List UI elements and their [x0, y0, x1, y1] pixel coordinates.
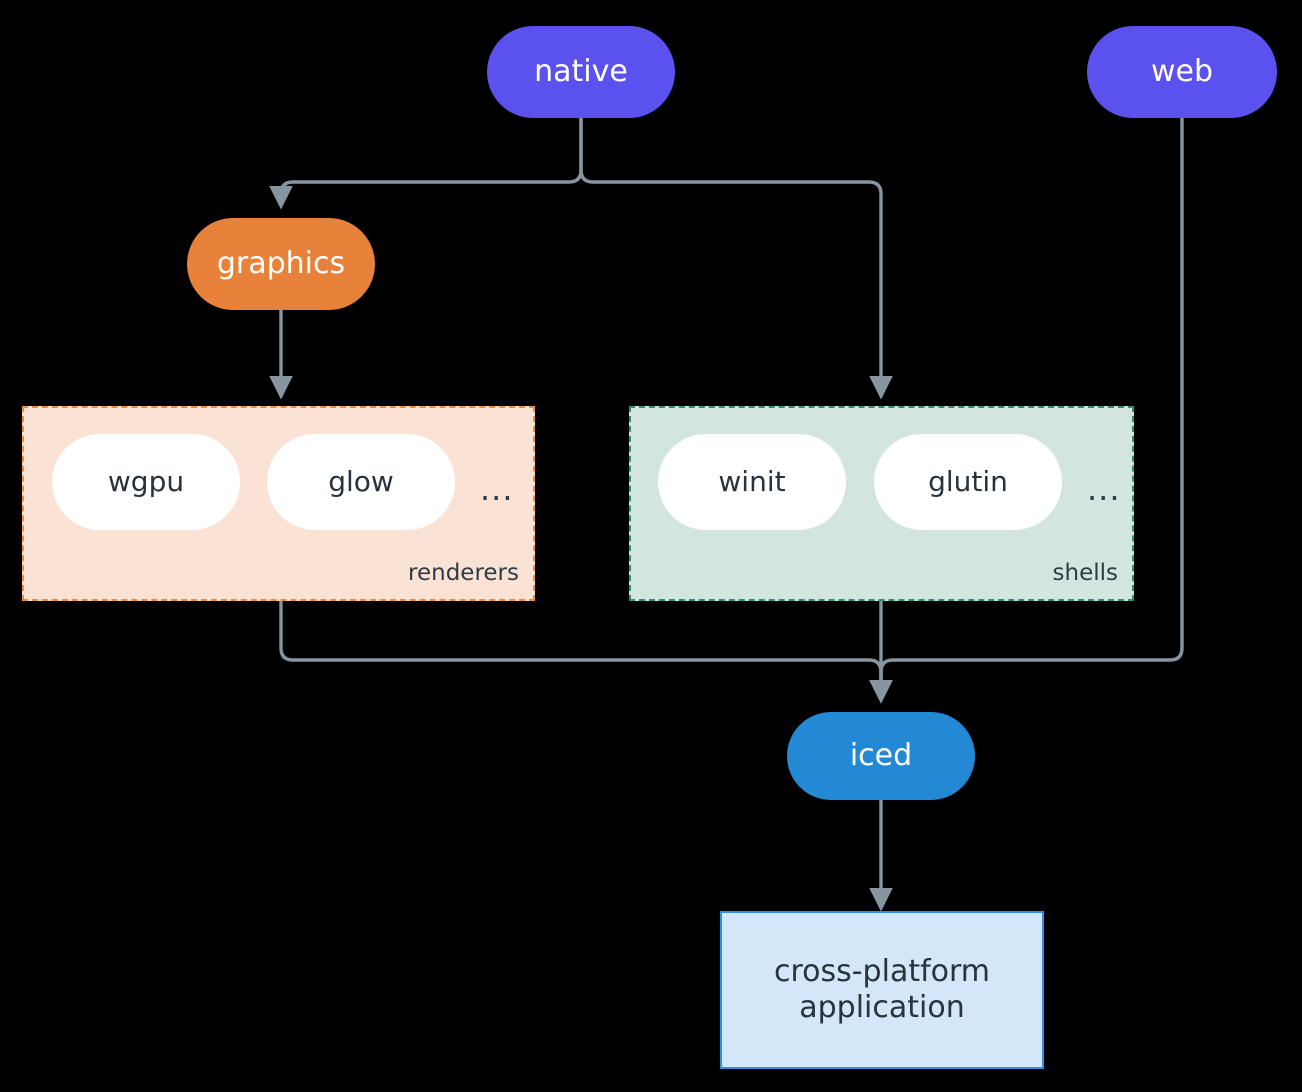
- shells-ellipsis: ...: [1087, 470, 1121, 508]
- cluster-renderers: wgpu glow ... renderers: [22, 406, 535, 601]
- node-application-label: cross-platform application: [773, 954, 991, 1025]
- node-web-label: web: [1150, 54, 1214, 89]
- leaf-node-glutin[interactable]: glutin: [874, 434, 1062, 530]
- leaf-node-winit[interactable]: winit: [658, 434, 846, 530]
- leaf-node-glow-label: glow: [328, 465, 394, 499]
- edge-native-to-graphics: [269, 114, 583, 210]
- node-web[interactable]: web: [1087, 26, 1277, 118]
- cluster-shells: winit glutin ... shells: [629, 406, 1134, 601]
- leaf-node-wgpu[interactable]: wgpu: [52, 434, 240, 530]
- leaf-node-glow[interactable]: glow: [267, 434, 455, 530]
- node-iced[interactable]: iced: [787, 712, 975, 800]
- leaf-node-winit-label: winit: [718, 465, 786, 499]
- cluster-shells-label: shells: [1052, 560, 1118, 586]
- node-cross-platform-application[interactable]: cross-platform application: [720, 911, 1044, 1069]
- edge-native-to-shells: [579, 114, 893, 400]
- node-graphics-label: graphics: [216, 246, 346, 281]
- node-iced-label: iced: [849, 738, 913, 773]
- cluster-renderers-label: renderers: [408, 560, 519, 586]
- leaf-node-glutin-label: glutin: [928, 465, 1008, 499]
- edge-renderers-to-iced: [279, 601, 893, 704]
- node-graphics[interactable]: graphics: [187, 218, 375, 310]
- node-native-label: native: [534, 54, 628, 89]
- renderers-ellipsis: ...: [480, 470, 514, 508]
- leaf-node-wgpu-label: wgpu: [107, 465, 185, 499]
- node-native[interactable]: native: [487, 26, 675, 118]
